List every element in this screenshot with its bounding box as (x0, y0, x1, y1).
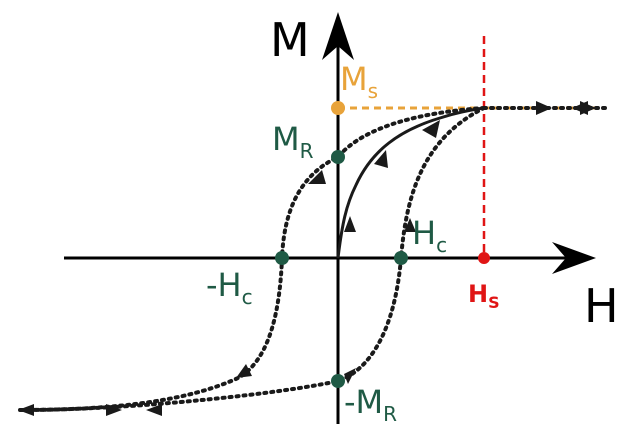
mr-label: MR (272, 120, 314, 163)
neg-mr-point (331, 374, 345, 388)
h-axis (64, 242, 596, 274)
h-axis-label: H (584, 279, 617, 333)
hc-point (394, 251, 408, 265)
ascending-branch (18, 106, 486, 412)
arrow-sat-1 (536, 101, 552, 115)
direction-arrows (18, 101, 596, 416)
arrow-desc-2 (236, 364, 252, 378)
arrow-desc-4 (18, 404, 34, 416)
arrow-asc-2 (344, 368, 356, 384)
hs-point (478, 252, 490, 264)
hs-label: HS (468, 280, 500, 312)
arrow-desc-3 (146, 404, 162, 416)
arrow-sat-3 (580, 101, 596, 115)
ms-label: Ms (340, 60, 378, 103)
ms-point (331, 101, 345, 115)
arrow-initial-1 (344, 216, 356, 232)
neg-hc-point (275, 251, 289, 265)
arrow-asc-3 (404, 218, 416, 232)
hc-label: Hc (412, 214, 447, 257)
arrow-desc-1 (308, 170, 326, 184)
neg-hc-label: -Hc (206, 266, 253, 309)
mr-point (331, 150, 345, 164)
m-axis (322, 12, 354, 424)
arrow-initial-3 (422, 120, 440, 138)
initial-magnetization-curve (336, 106, 485, 259)
arrow-initial-2 (374, 150, 388, 168)
m-axis-label: M (270, 13, 310, 67)
arrow-asc-1 (106, 404, 122, 416)
neg-mr-label: -MR (344, 383, 397, 424)
